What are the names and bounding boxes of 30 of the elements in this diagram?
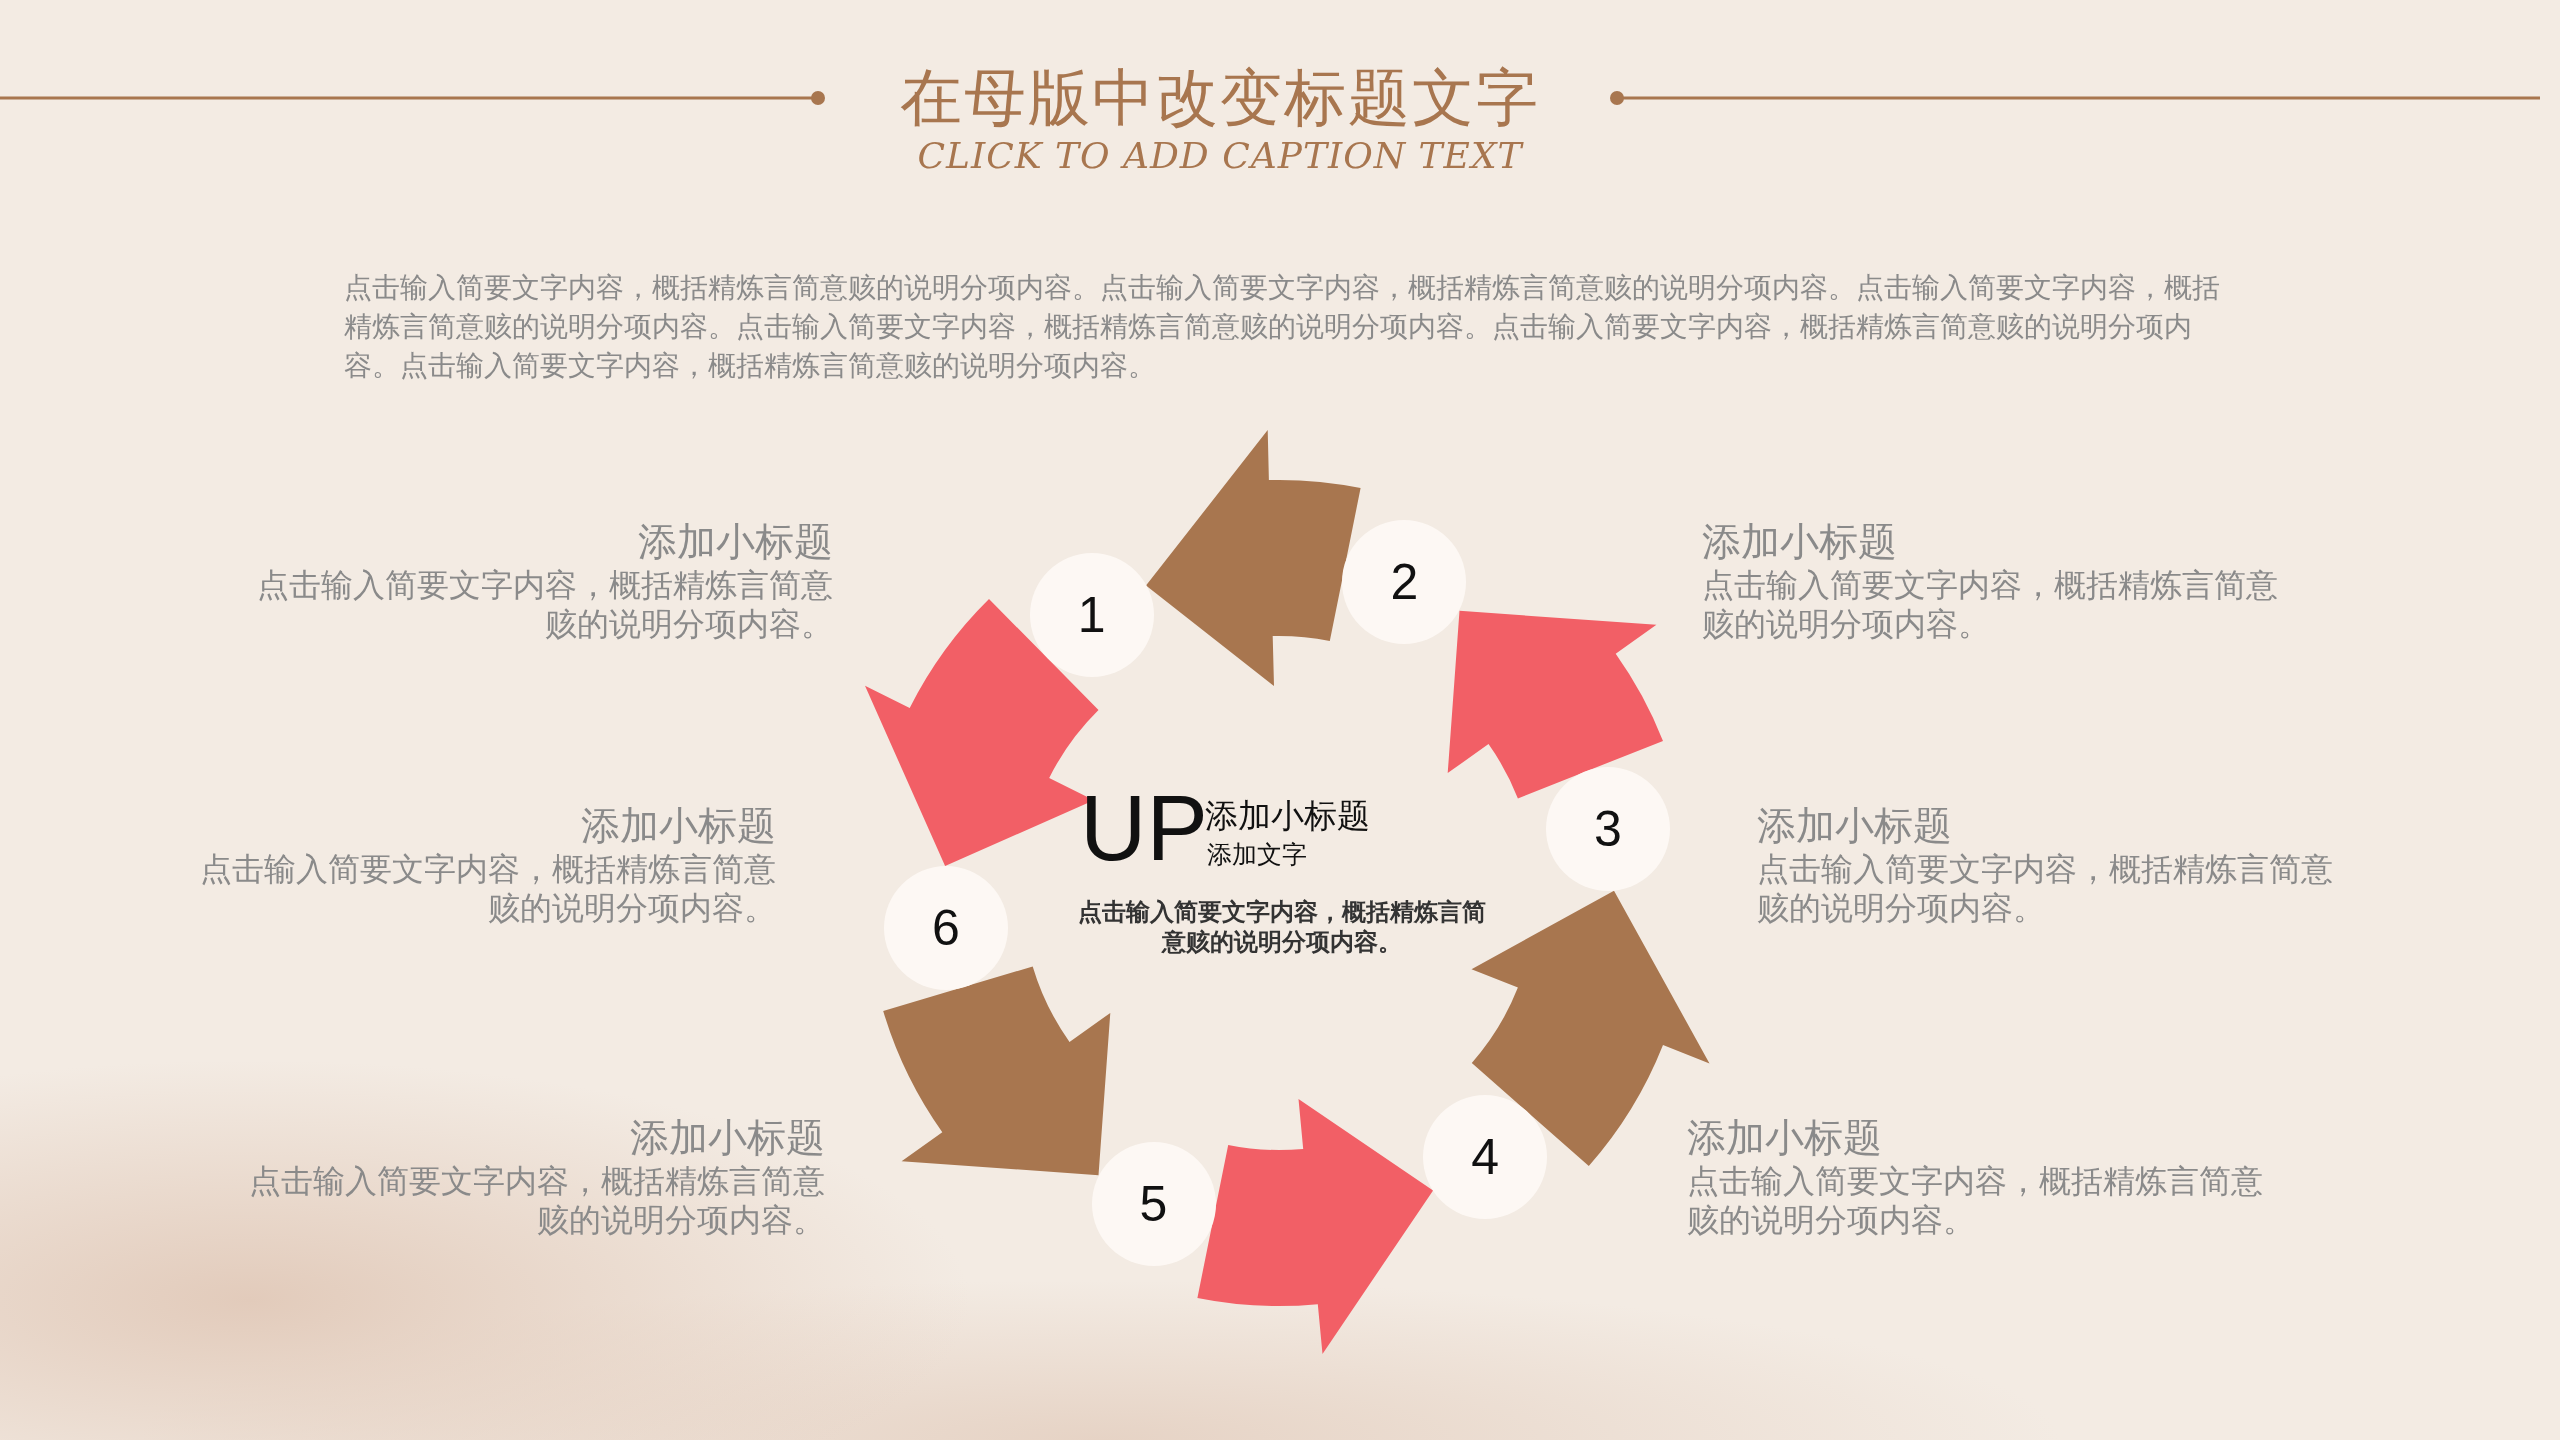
subheading: 添加小标题 — [1687, 1115, 1883, 1161]
center-description: 点击输入简要文字内容，概括精炼言简意赅的说明分项内容。 — [1077, 897, 1487, 957]
number-circle: 2 — [1342, 520, 1467, 645]
subheading: 添加小标题 — [629, 1115, 825, 1161]
subheading: 添加小标题 — [637, 519, 833, 565]
arrow — [1447, 610, 1663, 799]
description-text: 点击输入简要文字内容，概括精炼言简意赅的说明分项内容。 — [1687, 1162, 2264, 1240]
subheading: 添加小标题 — [1757, 803, 1953, 849]
center-small-text: 添加文字 — [1207, 840, 1307, 870]
arrow — [1471, 890, 1710, 1167]
intro-paragraph: 点击输入简要文字内容，概括精炼言简意赅的说明分项内容。点击输入简要文字内容，概括精炼言简意赅的说明分项内容。点击输入简要文字内容，概括精炼言简意赅的说明分项内容。点击输入简要文字内容，概括精炼言简意赅的说明分项内容。点击输入简要文字内容，概括精炼言简意赅的说明分项内容。点击输入简要文字内容，概括精炼言简意赅的说明分项内容。 — [344, 270, 2221, 384]
number-circle: 5 — [1091, 1141, 1216, 1266]
description-text: 点击输入简要文字内容，概括精炼言简意赅的说明分项内容。 — [248, 1162, 825, 1240]
number-circle: 4 — [1423, 1094, 1548, 1219]
description-text: 点击输入简要文字内容，概括精炼言简意赅的说明分项内容。 — [199, 850, 776, 928]
caption-text: CLICK TO ADD CAPTION TEXT — [916, 134, 1525, 178]
arrow — [1197, 1099, 1434, 1354]
subheading: 添加小标题 — [580, 803, 776, 849]
arrow — [883, 966, 1111, 1176]
subheading: 添加小标题 — [1702, 519, 1898, 565]
center-subheading: 添加小标题 — [1205, 796, 1370, 836]
description-text: 点击输入简要文字内容，概括精炼言简意赅的说明分项内容。 — [256, 566, 833, 644]
arrow — [1146, 430, 1361, 687]
arrow — [865, 599, 1099, 867]
description-text: 点击输入简要文字内容，概括精炼言简意赅的说明分项内容。 — [1702, 566, 2279, 644]
description-text: 点击输入简要文字内容，概括精炼言简意赅的说明分项内容。 — [1757, 850, 2334, 928]
number-circle: 3 — [1545, 767, 1670, 892]
number-circle: 1 — [1029, 553, 1154, 678]
title: 在母版中改变标题文字 — [899, 60, 1541, 136]
number-circle: 6 — [883, 866, 1008, 990]
